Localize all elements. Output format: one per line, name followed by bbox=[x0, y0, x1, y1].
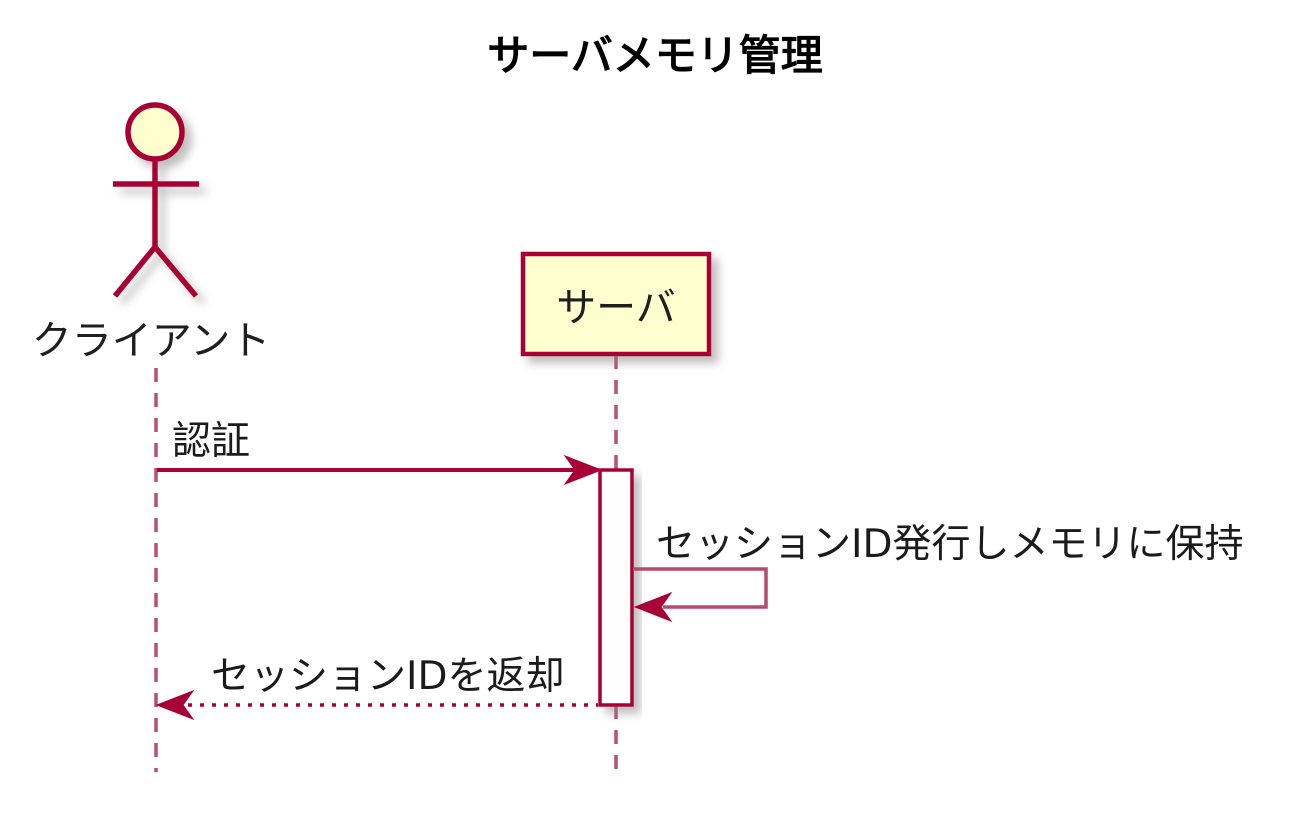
participant-server-box bbox=[520, 251, 712, 357]
actor-leg-right bbox=[152, 245, 199, 298]
message-1-label: 認証 bbox=[172, 419, 250, 464]
actor-leg-left bbox=[112, 245, 158, 298]
message-3-label: セッションIDを返却 bbox=[211, 654, 565, 699]
message-3-arrowhead bbox=[155, 689, 195, 721]
diagram-title: サーバメモリ管理 bbox=[487, 31, 823, 80]
message-2-label: セッションID発行しメモリに保持 bbox=[656, 522, 1244, 567]
participant-server-label: サーバ bbox=[556, 285, 676, 331]
actor-head bbox=[125, 102, 185, 162]
activation-bar-server bbox=[598, 468, 634, 707]
actor-client-icon bbox=[112, 102, 199, 298]
message-2-arrowhead bbox=[633, 591, 673, 623]
message-2-loop-line bbox=[633, 567, 768, 609]
actor-client-label: クライアント bbox=[32, 318, 270, 364]
message-1-arrowhead bbox=[563, 454, 603, 486]
